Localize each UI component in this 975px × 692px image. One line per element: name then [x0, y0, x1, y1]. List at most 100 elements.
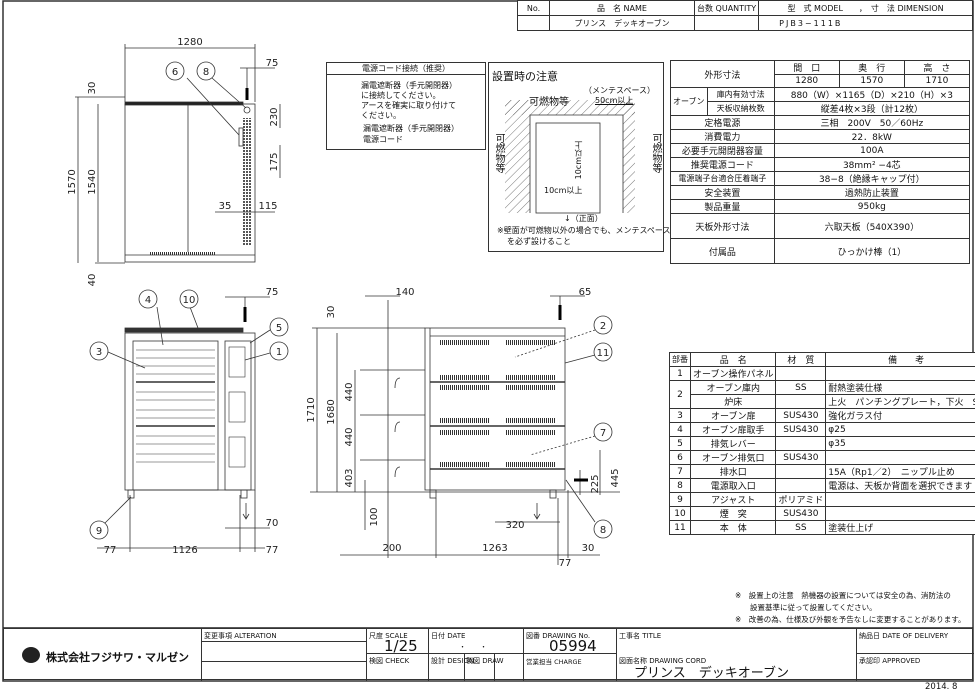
drawing-no-label: 図番 DRAWING No.	[526, 632, 591, 640]
spec-value: 38mm² −4芯	[773, 157, 971, 172]
dim: 115	[258, 201, 277, 212]
title-block: 株式会社フジサワ・マルゼン 変更事項 ALTERATION 尺度 SCALE 1…	[3, 628, 974, 681]
part-material: ポリアミド	[775, 492, 827, 507]
spec-key: 必要手元開閉器容量	[670, 143, 775, 158]
dim: 445	[610, 468, 621, 487]
distance-label: 50cm以上	[595, 96, 634, 105]
part-material	[775, 366, 827, 381]
delivery-label: 納品日 DATE OF DELIVERY	[859, 632, 949, 640]
part-note: 電源は、天板か背面を選択できます	[825, 478, 975, 493]
combustible-label: 可燃物等	[529, 97, 569, 108]
part-name: オーブン排気口	[689, 450, 777, 465]
alteration-label: 変更事項 ALTERATION	[204, 632, 277, 640]
plan-view	[75, 44, 281, 264]
dim: 65	[579, 287, 592, 298]
spec-key: 天板収納枚数	[706, 101, 775, 116]
title-label: 工事名 TITLE	[619, 632, 662, 640]
spec-key: 庫内有効寸法	[706, 87, 775, 102]
dim: 320	[505, 520, 524, 531]
part-no: 6	[669, 450, 691, 465]
note: ※ 設置上の注意 熱機器の設置については安全の為、消防法の	[735, 591, 951, 600]
spec-key: 定格電源	[670, 115, 775, 130]
part-note: 強化ガラス付	[825, 408, 975, 423]
part-material	[775, 394, 827, 409]
parts-header: 材 質	[775, 352, 827, 367]
balloon: 11	[597, 348, 610, 359]
part-note: φ25	[825, 422, 975, 437]
cord-text: 漏電遮断器（手元開閉器）	[361, 81, 457, 90]
part-name: 排水口	[689, 464, 777, 479]
part-note: 15A（Rp1／2） ニップル止め	[825, 464, 975, 479]
model-number: PJB3−111B	[758, 15, 973, 31]
spec-key: 消費電力	[670, 129, 775, 144]
spec-value: 三相 200V 50／60Hz	[773, 115, 971, 130]
dim: 1540	[87, 169, 98, 194]
company-logo-icon	[22, 647, 40, 663]
balloon: 7	[600, 428, 606, 439]
dim: 35	[219, 201, 232, 212]
spec-key: 付属品	[670, 238, 775, 264]
front-view	[97, 296, 271, 552]
cord-text: ください。	[361, 111, 401, 120]
dim: 75	[266, 287, 279, 298]
spec-col: 奥 行	[838, 60, 905, 75]
dim: 1280	[177, 37, 202, 48]
part-no: 2	[669, 380, 691, 409]
dim: 40	[87, 274, 98, 287]
part-no: 3	[669, 408, 691, 423]
balloon: 1	[276, 347, 282, 358]
dim: 77	[104, 545, 117, 556]
dim: 30	[87, 82, 98, 95]
balloon: 8	[600, 525, 606, 536]
scale-label: 尺度 SCALE	[369, 632, 408, 640]
note: 設置基準に従って設置してください。	[735, 603, 877, 612]
balloon: 3	[96, 347, 102, 358]
installation-caution-box: 設置時の注意 （メンテスペース） 可燃物等 50cm以上 可燃物等 可燃物等 1…	[488, 62, 671, 252]
spec-col: 高 さ	[903, 60, 971, 75]
dim: 1263	[482, 543, 507, 554]
parts-header: 品 名	[689, 352, 777, 367]
dim: 30	[326, 306, 337, 319]
spec-value: 38−8（絶縁キャップ付）	[773, 171, 971, 186]
part-no: 1	[669, 366, 691, 381]
part-material	[775, 436, 827, 451]
balloon: 6	[172, 67, 178, 78]
part-name: オーブン操作パネル	[689, 366, 777, 381]
name-header: 品 名 NAME	[549, 0, 695, 16]
drawing-name-label: 図面名称 DRAWING CORD	[619, 657, 707, 665]
cord-text: に接続してください。	[361, 91, 441, 100]
part-material: SUS430	[775, 408, 827, 423]
part-no: 7	[669, 464, 691, 479]
balloon: 5	[276, 323, 282, 334]
part-note	[825, 492, 975, 507]
spec-value: 1280	[773, 74, 840, 88]
charge-label: 営業担当 CHARGE	[526, 658, 582, 666]
balloon: 10	[183, 295, 196, 306]
date-label: 日付 DATE	[431, 632, 466, 640]
scale-value: 1/25	[384, 637, 418, 655]
part-material	[775, 464, 827, 479]
part-material: SS	[775, 380, 827, 395]
drawing-name-value: プリンス デッキオーブン	[634, 666, 789, 681]
spec-value: 縦差4枚×3段（計12枚）	[773, 101, 971, 116]
part-note: 上火 パンチングプレート，下火 SS	[825, 394, 975, 409]
spec-key: 推奨電源コード	[670, 157, 775, 172]
part-note	[825, 450, 975, 465]
product-name: プリンス デッキオーブン	[549, 15, 695, 31]
balloon: 9	[96, 526, 102, 537]
dim: 1126	[172, 545, 197, 556]
balloon: 8	[203, 67, 209, 78]
breaker-label: 漏電遮断器（手元開閉器）	[363, 124, 459, 133]
part-no: 9	[669, 492, 691, 507]
note: ※ 改善の為、仕様及び外観を予告なしに変更することがあります。	[735, 615, 966, 624]
install-title: 設置時の注意	[492, 70, 558, 83]
side-view	[310, 295, 620, 565]
